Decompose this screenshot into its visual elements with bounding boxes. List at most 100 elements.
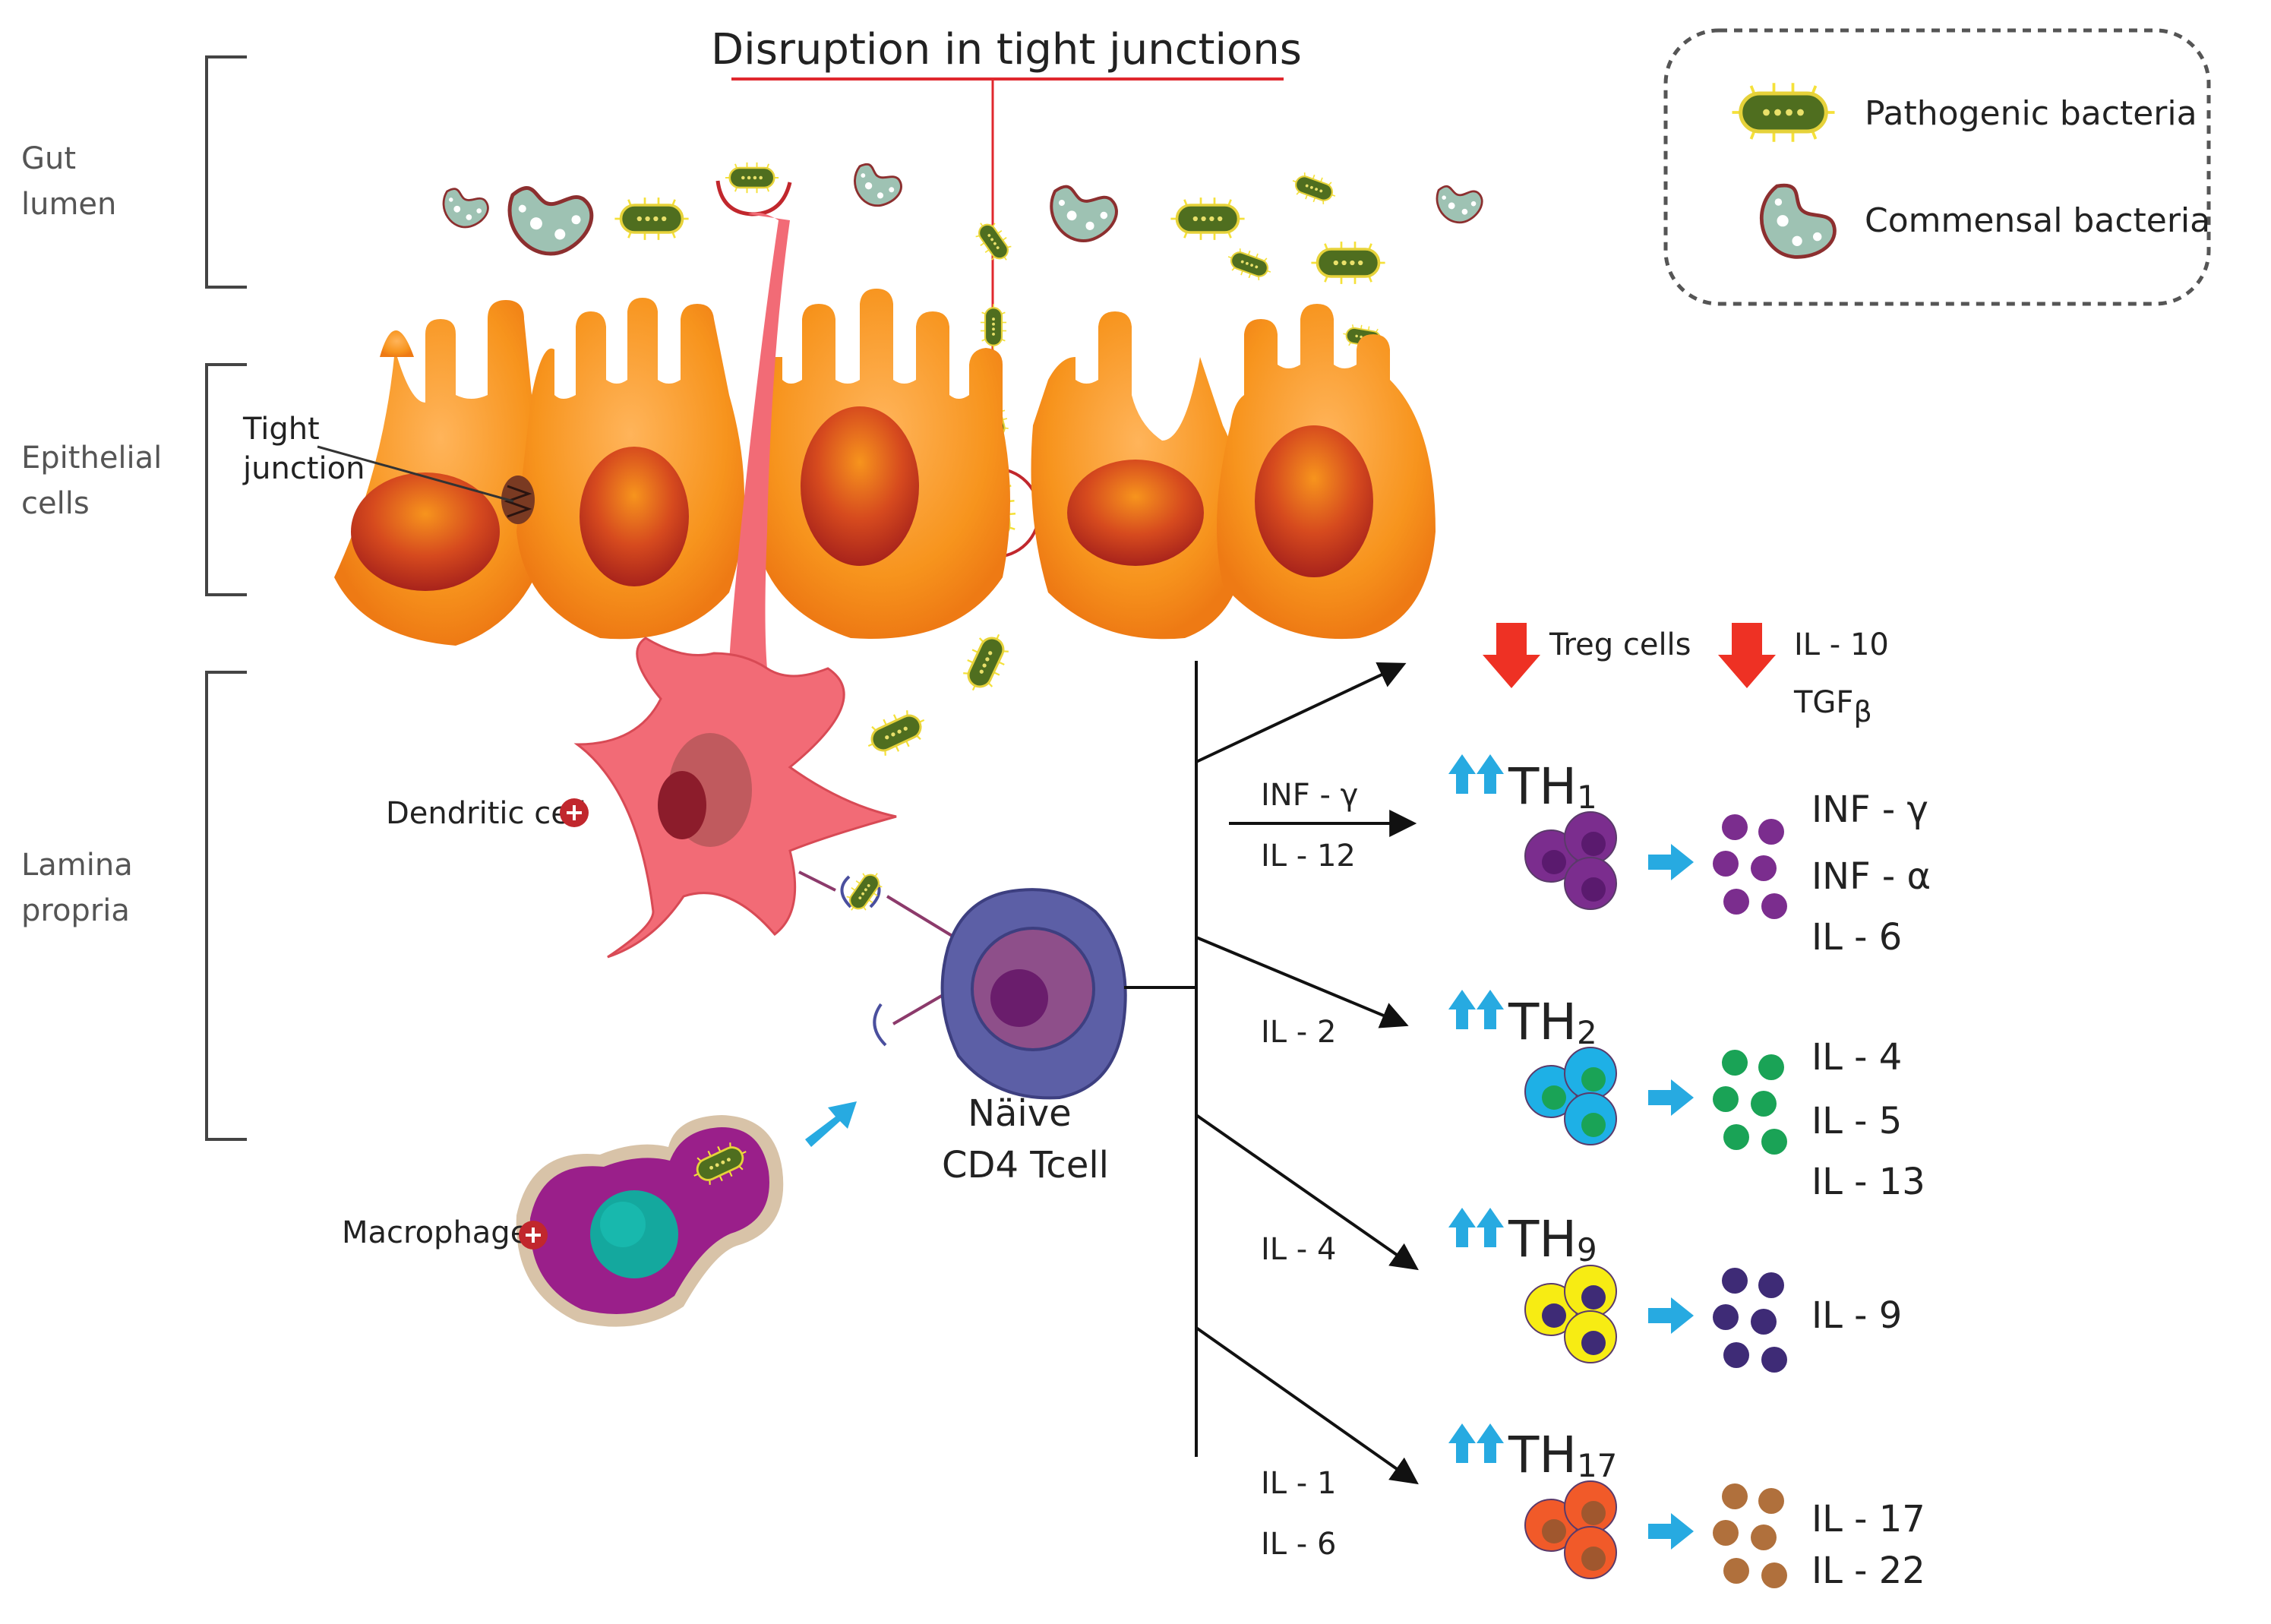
th17-cytokine-dot-2 <box>1713 1520 1739 1546</box>
th2-up-arrow-2 <box>1477 990 1504 1029</box>
th17-cytokine-dot-1 <box>1758 1488 1784 1514</box>
th17-up-arrow-2 <box>1477 1423 1504 1463</box>
th17-output-1: IL - 22 <box>1811 1550 1925 1592</box>
th9-output-0: IL - 9 <box>1811 1294 1902 1337</box>
th1-label: TH1 <box>1508 757 1597 816</box>
th9-cytokine-dot-4 <box>1723 1342 1749 1368</box>
legend-pathogenic-label: Pathogenic bacteria <box>1865 94 2197 133</box>
diagram-title: Disruption in tight junctions <box>711 25 1302 74</box>
th17-cytokine-dot-5 <box>1761 1562 1787 1588</box>
antigen-presentation <box>798 870 960 1047</box>
th1-cytokine-dot-0 <box>1722 814 1748 840</box>
th9-up-arrow-1 <box>1448 1208 1476 1247</box>
th2-cell-nucleus-0 <box>1542 1085 1566 1110</box>
th1-cytokine-dot-1 <box>1758 819 1784 845</box>
th17-label: TH17 <box>1508 1426 1617 1484</box>
th2-output-0: IL - 4 <box>1811 1036 1902 1079</box>
treg-down-arrow <box>1483 623 1540 688</box>
treg-cytokine-down-arrow <box>1718 623 1776 688</box>
th17-cell-nucleus-0 <box>1542 1519 1566 1543</box>
dendritic-cell-label: Dendritic cell <box>386 796 586 831</box>
th2-label: TH2 <box>1508 993 1597 1051</box>
th1-output-2: IL - 6 <box>1811 916 1902 959</box>
th2-cell-nucleus-2 <box>1581 1113 1606 1137</box>
naive-cd4-label: Näive CD4 Tcell <box>942 1092 1109 1186</box>
th2-cytokine-dot-1 <box>1758 1054 1784 1080</box>
th2-output-1: IL - 5 <box>1811 1100 1902 1142</box>
th1-cell-nucleus-2 <box>1581 877 1606 902</box>
th2-output-2: IL - 13 <box>1811 1161 1925 1203</box>
th17-cytokine-dot-4 <box>1723 1558 1749 1584</box>
th1-cytokine-dot-4 <box>1723 889 1749 915</box>
th1-cell-nucleus-0 <box>1542 850 1566 874</box>
legend-commensal-icon <box>1761 185 1834 257</box>
th17-input-0: IL - 1 <box>1261 1466 1336 1501</box>
th1-input-0: INF - γ <box>1261 778 1358 813</box>
th17-cell-nucleus-2 <box>1581 1547 1606 1571</box>
th1-up-arrow-1 <box>1448 754 1476 794</box>
presented-antigen <box>839 864 889 919</box>
th9-cytokine-dot-3 <box>1751 1309 1777 1335</box>
th1-secretion-arrow <box>1648 844 1694 880</box>
th9-up-arrow-2 <box>1477 1208 1504 1247</box>
tight-junction-leader <box>317 445 514 503</box>
treg-label: Treg cells <box>1549 627 1691 662</box>
th2-secretion-arrow <box>1648 1079 1694 1116</box>
th17-cell-nucleus-1 <box>1581 1501 1606 1525</box>
th17-cytokine-dot-0 <box>1722 1483 1748 1509</box>
th17-up-arrow-1 <box>1448 1423 1476 1463</box>
naive-cd4-tcell <box>940 888 1127 1100</box>
macrophage-plus-icon <box>519 1221 548 1250</box>
th1-cell-nucleus-1 <box>1581 832 1606 856</box>
th9-secretion-arrow <box>1648 1297 1694 1334</box>
th1-cytokine-dot-5 <box>1761 893 1787 919</box>
th2-cytokine-dot-5 <box>1761 1129 1787 1155</box>
th17-secretion-arrow <box>1648 1513 1694 1550</box>
dendritic-plus-icon <box>560 798 589 827</box>
th1-cytokine-dot-3 <box>1751 855 1777 881</box>
region-brackets <box>205 55 247 1141</box>
th9-cytokine-dot-5 <box>1761 1347 1787 1373</box>
th9-label: TH9 <box>1508 1210 1597 1269</box>
th2-cytokine-dot-3 <box>1751 1091 1777 1117</box>
th2-cytokine-dot-4 <box>1723 1124 1749 1150</box>
th1-up-arrow-2 <box>1477 754 1504 794</box>
th-cell-clusters <box>1524 811 1787 1588</box>
th1-input-1: IL - 12 <box>1261 839 1356 874</box>
tight-junction-label: Tight junction <box>242 412 365 486</box>
th-headers <box>1448 754 1504 1463</box>
th2-cytokine-dot-2 <box>1713 1086 1739 1112</box>
th9-input-0: IL - 4 <box>1261 1232 1336 1267</box>
legend-commensal-label: Commensal bacteria <box>1865 201 2210 240</box>
macrophage-cell <box>516 1115 784 1327</box>
th2-cytokine-dot-0 <box>1722 1050 1748 1076</box>
th17-input-1: IL - 6 <box>1261 1527 1336 1562</box>
treg-cytokine-tgf: TGFβ <box>1793 685 1872 728</box>
th9-cell-nucleus-0 <box>1542 1303 1566 1328</box>
th9-cell-nucleus-1 <box>1581 1285 1606 1310</box>
th2-input-0: IL - 2 <box>1261 1015 1336 1050</box>
macrophage-label: Macrophage <box>342 1215 529 1250</box>
macrophage-to-tcell-arrow <box>805 1101 857 1147</box>
th1-cytokine-dot-2 <box>1713 851 1739 877</box>
epithelial-layer <box>334 289 1436 646</box>
th9-cytokine-dot-2 <box>1713 1304 1739 1330</box>
th17-cytokine-dot-3 <box>1751 1524 1777 1550</box>
label-gut-lumen: Gut lumen <box>21 141 116 222</box>
th17-output-0: IL - 17 <box>1811 1498 1925 1540</box>
legend-pathogenic-icon <box>1732 83 1835 142</box>
dendritic-cell <box>573 180 897 959</box>
treg-cytokine-il10: IL - 10 <box>1794 627 1889 662</box>
th1-output-0: INF - γ <box>1811 788 1928 831</box>
differentiation-tree <box>1124 661 1419 1485</box>
th1-output-1: INF - α <box>1811 855 1931 898</box>
label-lamina-propria: Lamina propria <box>21 848 142 928</box>
th9-cytokine-dot-1 <box>1758 1272 1784 1298</box>
th2-up-arrow-1 <box>1448 990 1476 1029</box>
legend-box <box>1663 28 2211 306</box>
th9-cell-nucleus-2 <box>1581 1331 1606 1355</box>
th9-cytokine-dot-0 <box>1722 1268 1748 1294</box>
label-epithelial-cells: Epithelial cells <box>21 441 172 521</box>
th2-cell-nucleus-1 <box>1581 1067 1606 1092</box>
